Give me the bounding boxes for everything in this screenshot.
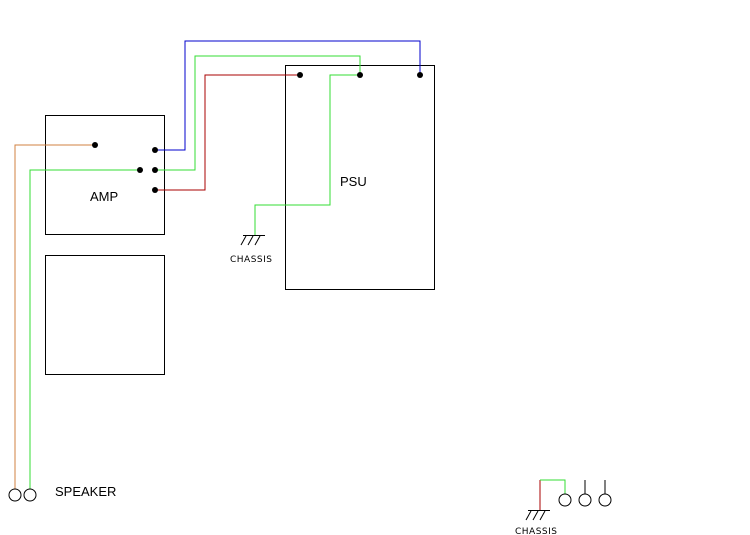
- bottom-green-wire: [540, 479, 566, 495]
- speaker-label: SPEAKER: [55, 484, 116, 499]
- amp-terminal-green: [152, 167, 158, 173]
- red-wire: [155, 74, 300, 191]
- speaker-terminal-left: [8, 488, 22, 502]
- orange-wire-speaker: [14, 144, 95, 490]
- psu-terminal-green: [357, 72, 363, 78]
- green-wire-amp-to-psu: [155, 55, 361, 171]
- psu-terminal-red: [297, 72, 303, 78]
- psu-label: PSU: [340, 174, 367, 189]
- blue-wire: [155, 40, 421, 151]
- speaker-terminal-right: [23, 488, 37, 502]
- amp-terminal-red: [152, 187, 158, 193]
- chassis-label: CHASSIS: [230, 255, 273, 265]
- bottom-terminal-1: [558, 493, 572, 507]
- bottom-chassis-label: CHASSIS: [515, 527, 558, 535]
- amp-terminal-blue: [152, 147, 158, 153]
- chassis-ground-icon: [240, 235, 265, 246]
- amp-terminal-speaker-plus: [92, 142, 98, 148]
- psu-terminal-blue: [417, 72, 423, 78]
- amp-box: [45, 115, 165, 235]
- amp-label: AMP: [90, 189, 118, 204]
- bottom-terminal-2: [578, 493, 592, 507]
- empty-box: [45, 255, 165, 375]
- bottom-terminal-3: [598, 493, 612, 507]
- amp-terminal-speaker-minus: [137, 167, 143, 173]
- green-wire-psu-to-chassis: [254, 74, 360, 235]
- bottom-chassis-ground-icon: [525, 510, 550, 521]
- green-wire-speaker: [29, 169, 140, 490]
